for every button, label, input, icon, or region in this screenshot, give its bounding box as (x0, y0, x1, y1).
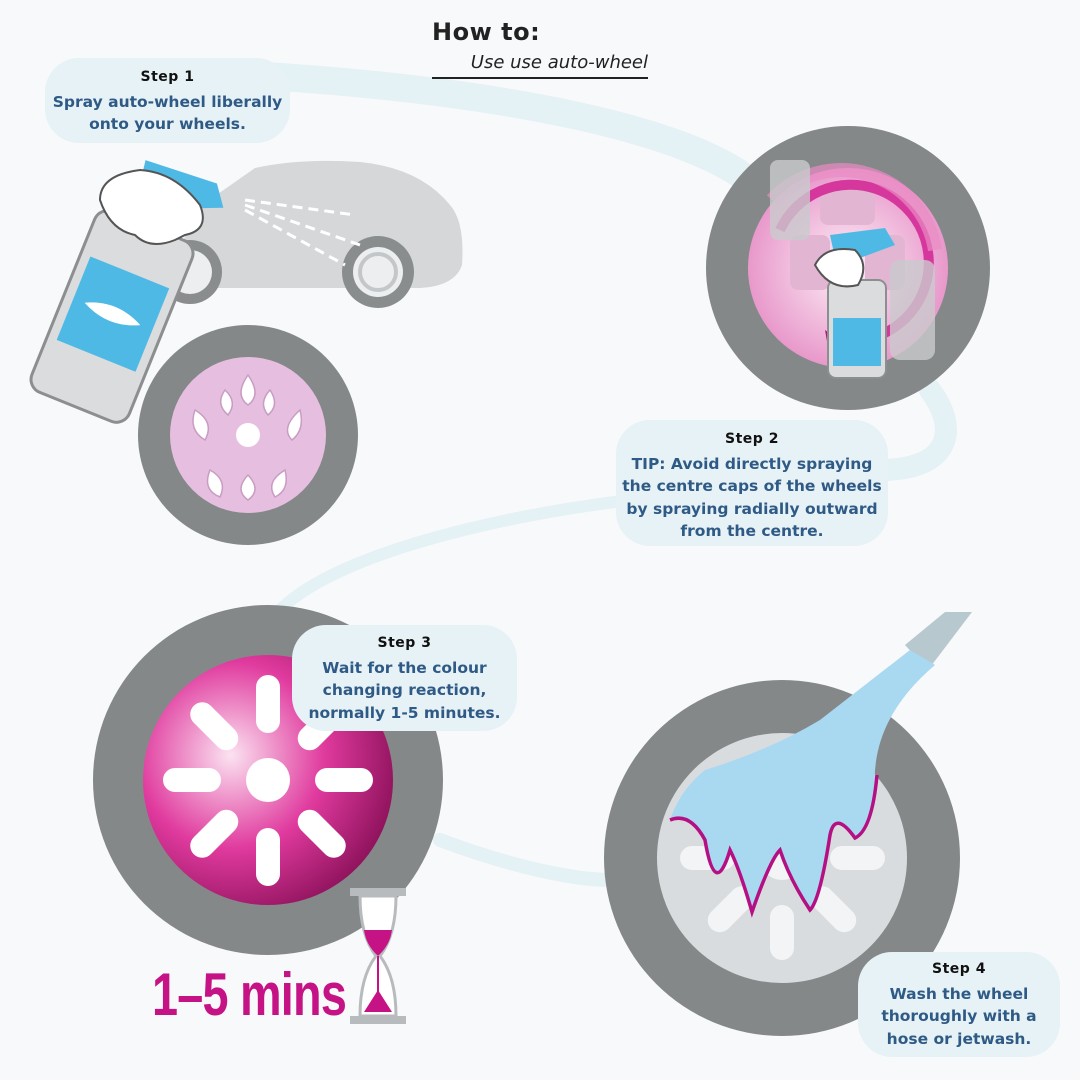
connector-path-3 (274, 494, 636, 616)
step-2-bubble: Step 2 TIP: Avoid directly spraying the … (616, 420, 888, 546)
step-3-bubble: Step 3 Wait for the colour changing reac… (292, 625, 517, 731)
step-4-bubble: Step 4 Wash the wheel thoroughly with a … (858, 952, 1060, 1057)
timer-label: 1–5 mins (152, 961, 347, 1028)
water-jet (670, 650, 935, 912)
step-2-text-line: by spraying radially outward (626, 499, 878, 518)
step-4-text-line: Wash the wheel (889, 984, 1029, 1003)
connector-path-4 (433, 833, 617, 887)
step-1-text-line: Spray auto-wheel liberally (52, 92, 283, 111)
step-1-label: Step 1 (140, 69, 195, 85)
step-2-text-line: TIP: Avoid directly spraying (631, 454, 873, 473)
step-2-text-line: the centre caps of the wheels (622, 477, 882, 495)
connector-path (236, 61, 774, 204)
step-2-text-line: from the centre. (680, 522, 824, 540)
step-3-text-line: changing reaction, (322, 681, 487, 699)
step-3-label: Step 3 (377, 635, 432, 651)
step-2-label: Step 2 (725, 431, 779, 447)
step-1-text-line: onto your wheels. (89, 115, 246, 133)
jetwash-nozzle-icon (905, 612, 972, 670)
page-title: How to: (432, 18, 541, 46)
spray-bottle-icon-step2 (813, 228, 895, 379)
step-4-label: Step 4 (932, 961, 986, 977)
water-edge (669, 774, 879, 918)
hourglass-icon (350, 888, 406, 1024)
step-3-text-line: Wait for the colour (322, 658, 487, 677)
step-4-text-line: thoroughly with a (881, 1007, 1037, 1025)
page-subtitle: Use use auto-wheel (432, 52, 648, 79)
spray-lines (244, 198, 361, 267)
step-4-text-line: hose or jetwash. (886, 1029, 1032, 1048)
title-block: How to: Use use auto-wheel (432, 18, 652, 88)
connector-path-2 (869, 379, 957, 481)
hand-icon (98, 168, 204, 245)
step-1-bubble: Step 1 Spray auto-wheel liberally onto y… (45, 58, 290, 143)
wheel-icon-step2 (706, 126, 990, 410)
wheel-icon-step1 (138, 325, 358, 545)
step-3-text-line: normally 1-5 minutes. (308, 703, 501, 722)
